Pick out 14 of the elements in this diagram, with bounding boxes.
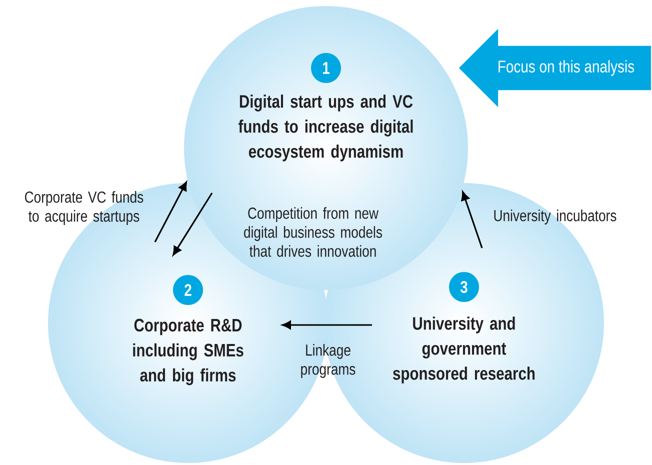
edge-label: Competition from new digital business models that drives innovation — [244, 207, 382, 257]
number-badge: 1 — [311, 53, 341, 83]
edge-label: University incubators — [494, 210, 616, 224]
arrow — [282, 320, 372, 330]
circle-label: Corporate R&D including SMEs and big firms — [133, 318, 244, 386]
arrow — [172, 192, 213, 256]
circle-label: Digital start ups and VC funds to increase digital ecosystem dynamism — [238, 94, 413, 162]
arrow — [461, 191, 483, 248]
number-badge: 3 — [449, 272, 479, 302]
number-badge: 2 — [173, 275, 203, 305]
arrow — [154, 182, 187, 242]
edge-label: Linkage programs — [301, 344, 356, 378]
circle-label: University and government sponsored research — [393, 316, 535, 384]
edge-label: Corporate VC funds to acquire startups — [25, 191, 144, 225]
